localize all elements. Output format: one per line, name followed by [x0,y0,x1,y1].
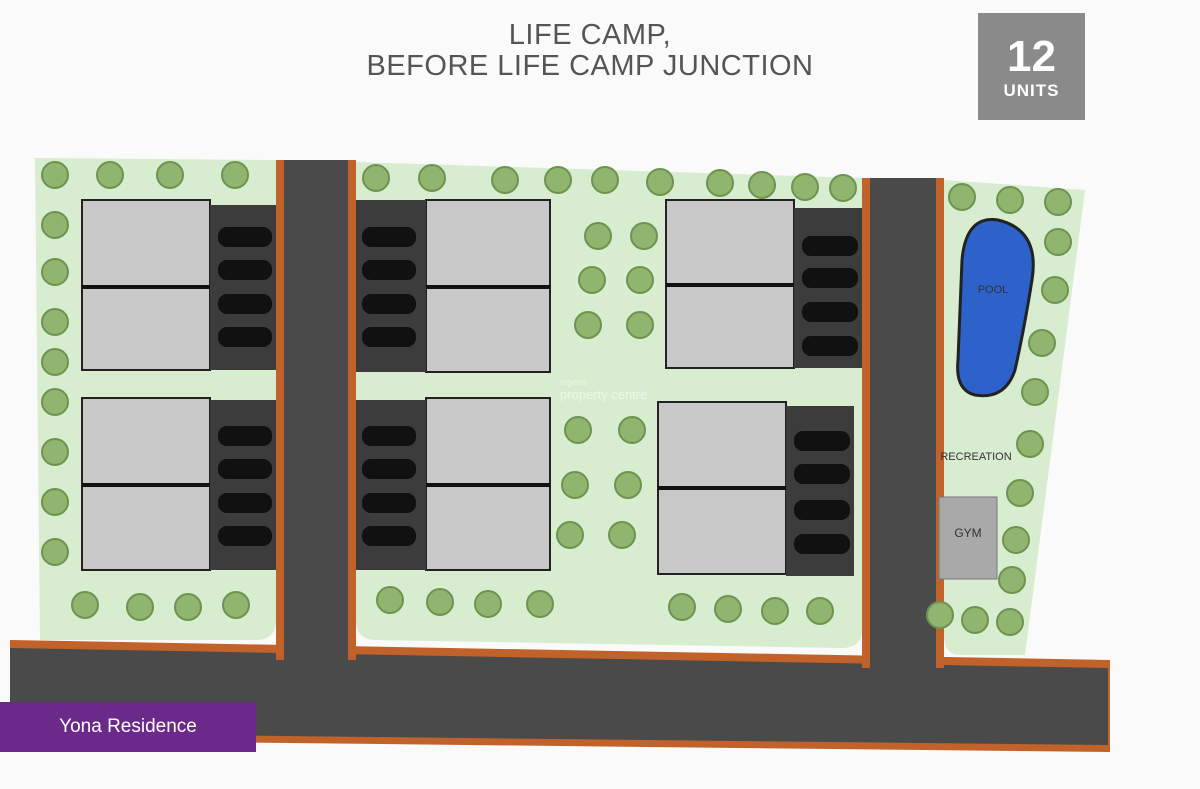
watermark: nigeria property centre [560,377,648,403]
trees [41,161,1072,636]
site-title: LIFE CAMP, BEFORE LIFE CAMP JUNCTION [300,20,880,82]
watermark-bottom: property centre [560,387,648,402]
title-line-2: BEFORE LIFE CAMP JUNCTION [366,50,814,82]
gym-label: GYM [954,526,982,540]
units-count: 12 [1007,32,1056,81]
units-word: UNITS [1003,81,1060,100]
parking-bays [218,227,858,554]
gym-building [938,496,998,580]
pool-label: POOL [977,284,1009,296]
title-line-1: LIFE CAMP, [508,19,672,51]
watermark-top: nigeria [560,377,588,387]
recreation-label: RECREATION [940,451,1012,463]
road-network [10,160,1110,752]
project-name-banner: Yona Residence [0,702,256,752]
building-dividers [82,283,794,490]
units-badge: 12 UNITS [978,13,1085,120]
swimming-pool [956,218,1035,398]
